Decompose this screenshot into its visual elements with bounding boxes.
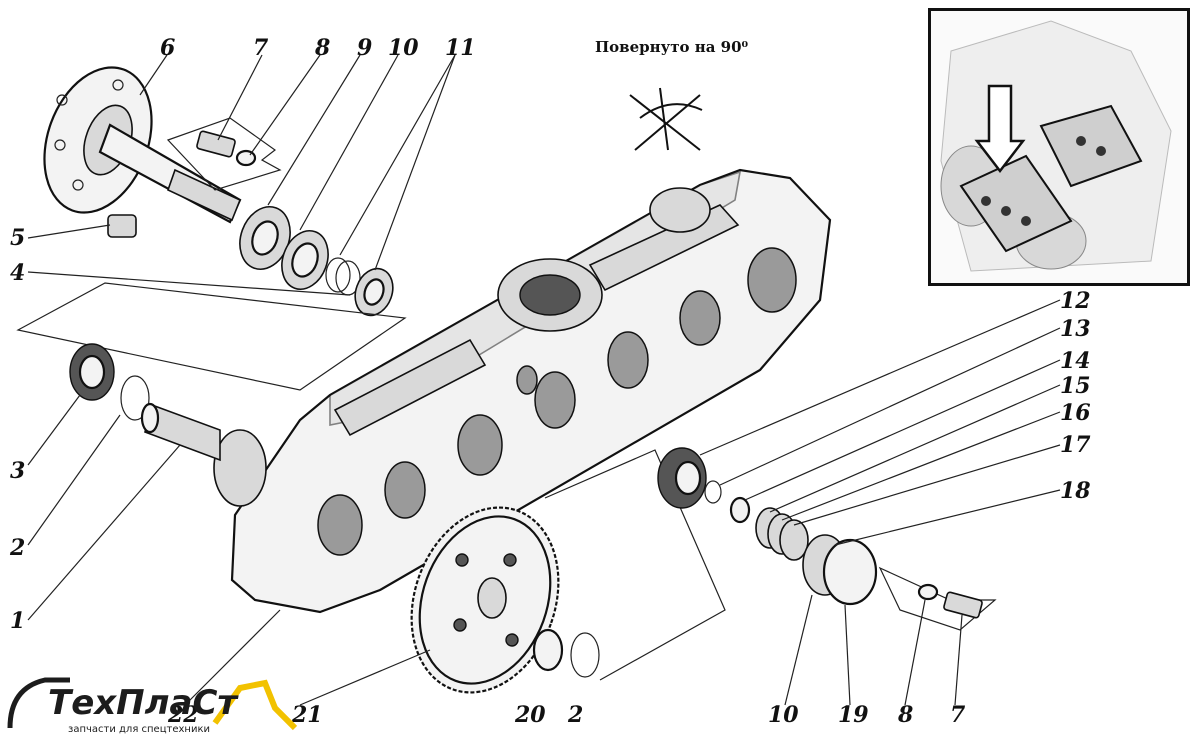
excavator-arm-icon [212,679,298,731]
part-number-10-bottom: 10 [768,702,799,728]
part-number-13: 13 [1060,316,1091,342]
rotation-symbol [629,87,703,151]
part-number-9: 9 [357,35,372,61]
top-flange [497,258,603,332]
seal-ring-set [239,206,394,317]
part-number-6: 6 [160,35,175,61]
location-inset [928,8,1190,286]
part-number-12: 12 [1060,288,1091,314]
driven-gear-21 [410,506,560,694]
part-number-8-top: 8 [314,35,330,61]
rotation-caption: Повернуто на 90⁰ [595,38,749,56]
part-number-14: 14 [1060,348,1091,374]
bearing-ring-sleeve-left [16,282,407,462]
axle-shaft-flange [43,66,242,224]
part-number-21: 21 [291,702,323,728]
part-number-8-bottom: 8 [897,702,913,728]
part-number-4: 4 [10,260,25,286]
bolt-washer-top [166,117,282,191]
part-number-2-bottom: 2 [567,702,583,728]
logo-name: ТехПлаСт [48,683,239,723]
part-number-5: 5 [10,225,25,251]
part-number-7-bottom: 7 [950,702,966,728]
part-number-10-top: 10 [388,35,419,61]
logo-tagline: запчасти для спецтехники [68,724,210,735]
brand-logo: ТехПлаСт запчасти для спецтехники [0,668,300,740]
part-number-1: 1 [10,608,25,634]
part-number-2-left: 2 [9,535,25,561]
tractor-sketch [940,20,1172,272]
part-number-20: 20 [514,702,546,728]
part-number-7-top: 7 [253,35,269,61]
leader-lines [27,54,1061,706]
part-number-11: 11 [445,35,476,61]
part-number-15: 15 [1060,373,1091,399]
part-number-labels: 6 7 8 9 10 11 5 4 3 2 1 12 13 14 15 16 1… [9,35,1091,728]
part-number-22: 22 [167,702,199,728]
right-bearing-stack [544,447,997,681]
housing-bores [317,247,797,556]
ring-20-circlip-2 [532,628,600,678]
part-number-17: 17 [1060,432,1091,458]
part-number-16: 16 [1060,400,1091,426]
final-drive-housing [213,168,832,614]
part-number-19: 19 [838,702,869,728]
bolt-5 [107,214,137,238]
pointer-arrow-icon [974,84,1026,174]
part-number-18: 18 [1060,478,1091,504]
part-number-3: 3 [10,458,25,484]
